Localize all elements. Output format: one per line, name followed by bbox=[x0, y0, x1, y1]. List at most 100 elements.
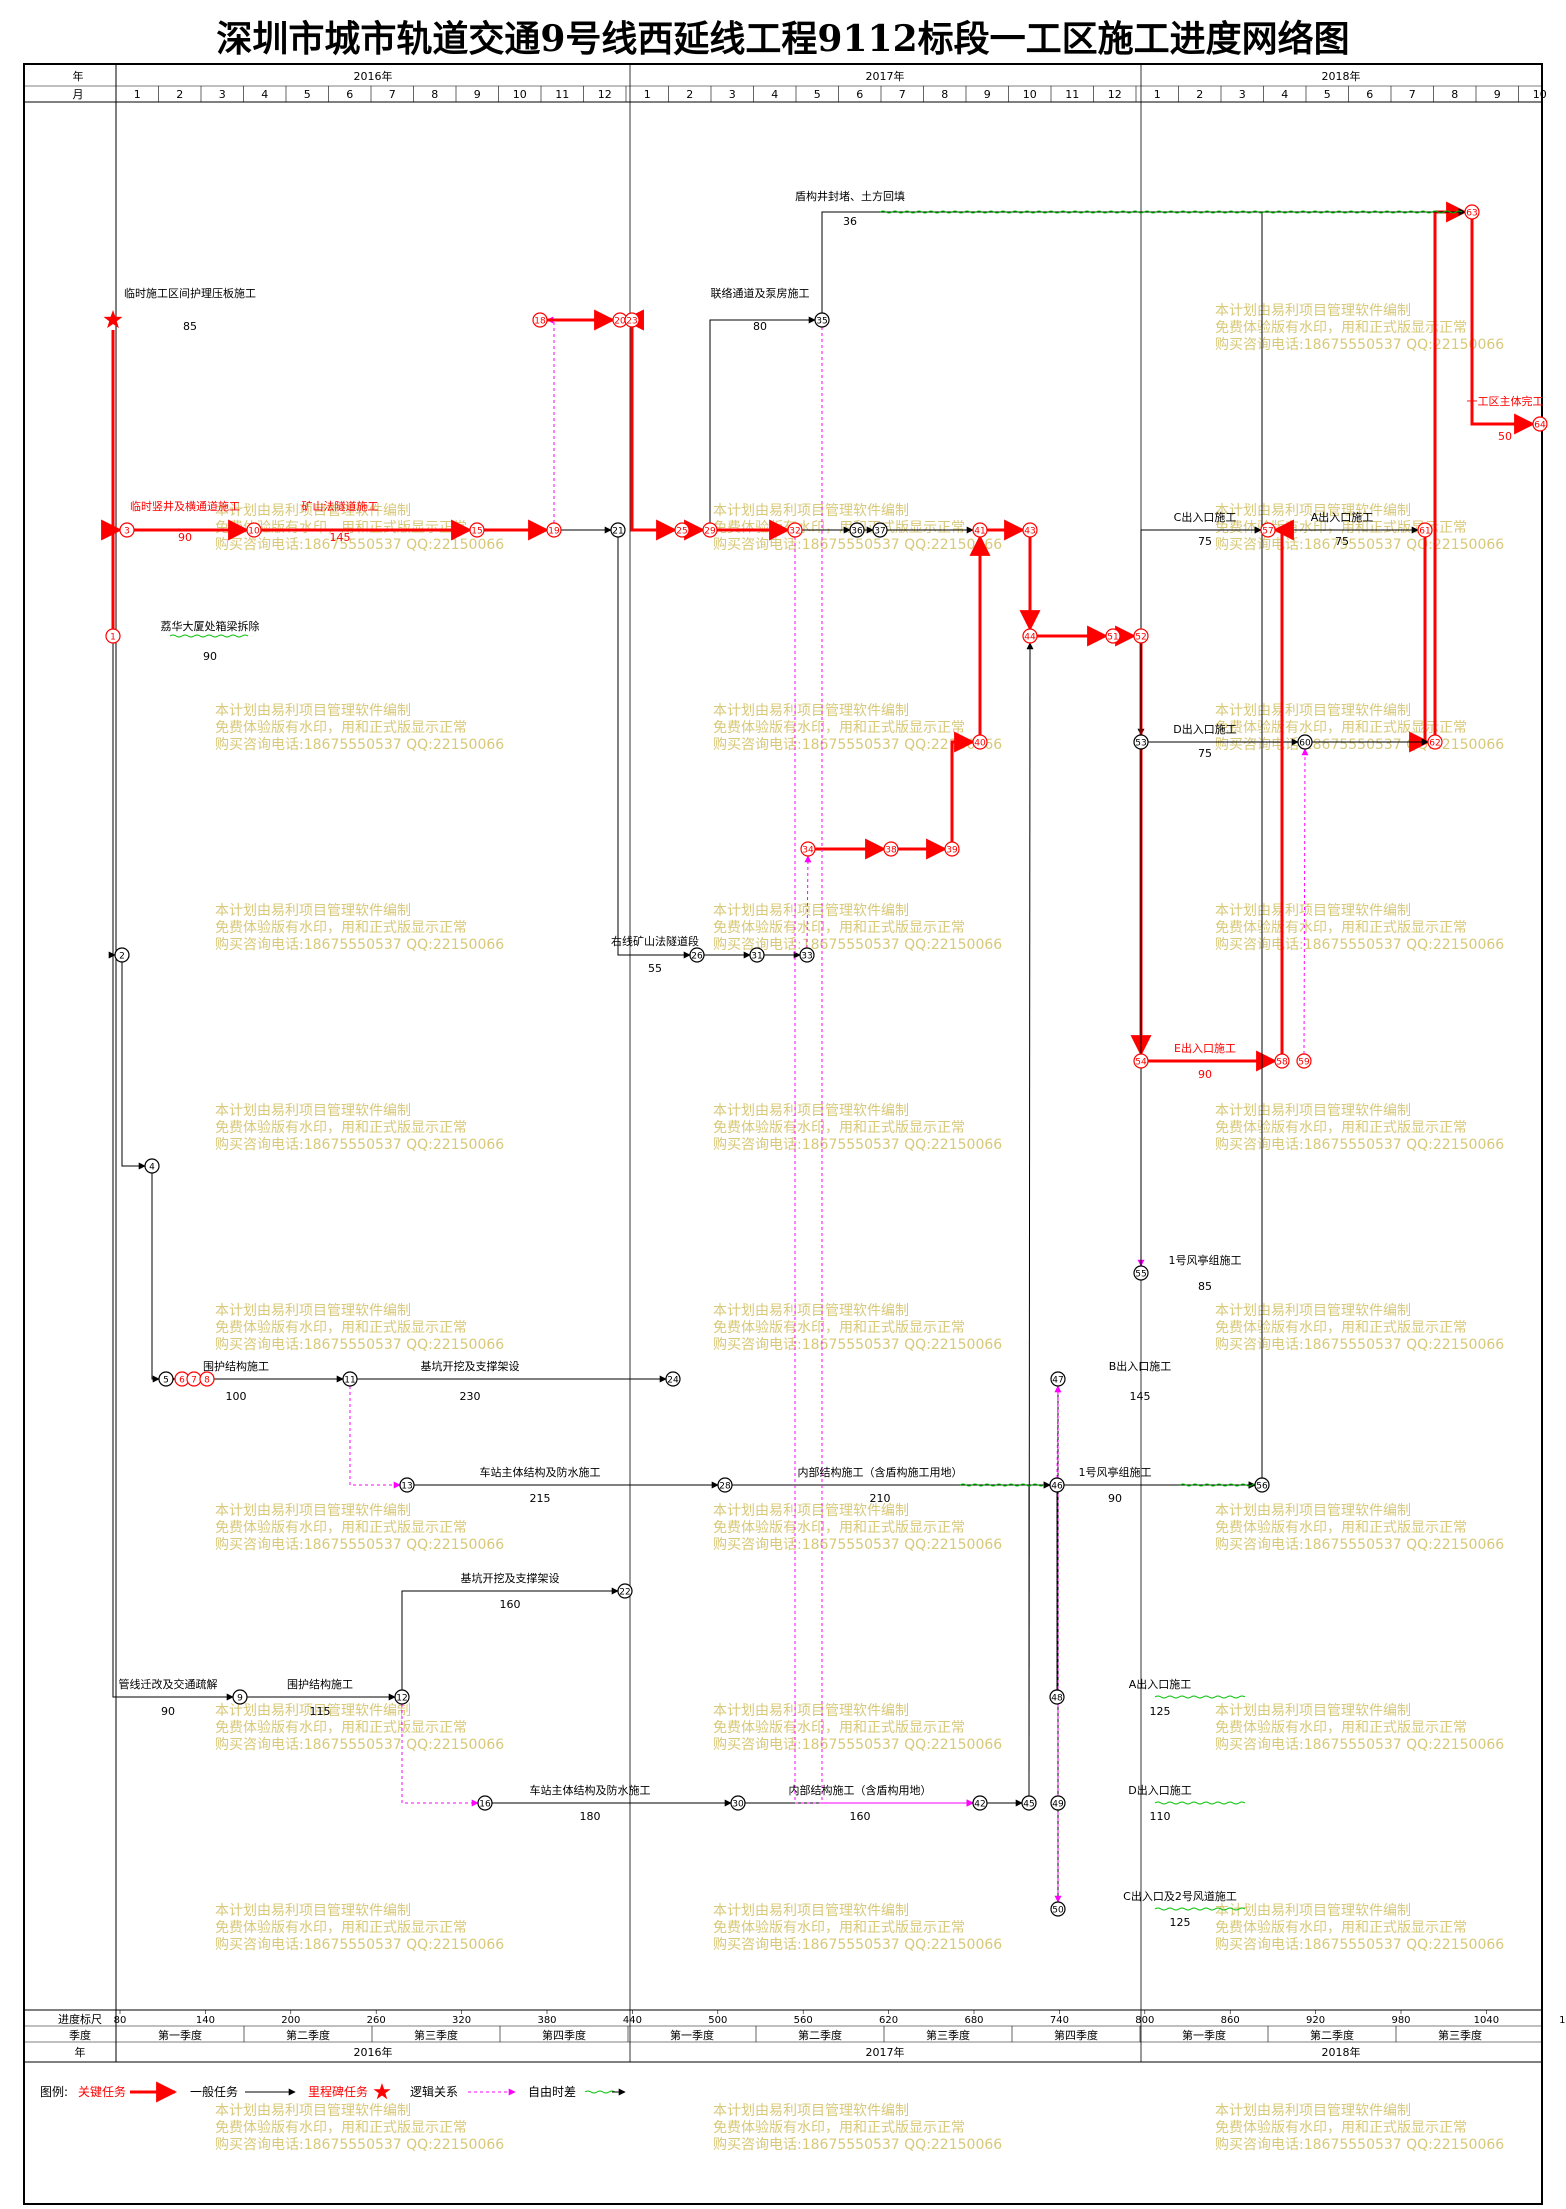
node-circle bbox=[1417, 522, 1433, 538]
node-circle bbox=[1296, 1053, 1312, 1069]
header-month: 7 bbox=[899, 88, 906, 101]
node-circle bbox=[469, 522, 485, 538]
node-circle bbox=[617, 1583, 633, 1599]
scale-tick: 440 bbox=[623, 2015, 642, 2026]
task-duration: 230 bbox=[460, 1390, 481, 1403]
node-circle bbox=[158, 1371, 174, 1387]
node-circle bbox=[1274, 1053, 1290, 1069]
node-8: 8 bbox=[199, 1371, 215, 1387]
free-float-wave bbox=[959, 1483, 1045, 1487]
header-month: 8 bbox=[431, 88, 438, 101]
footer-quarter: 第二季度 bbox=[798, 2028, 842, 2042]
header-month: 3 bbox=[729, 88, 736, 101]
node-circle bbox=[1049, 1477, 1065, 1493]
task-duration: 90 bbox=[1108, 1492, 1122, 1505]
header-month: 1 bbox=[134, 88, 141, 101]
watermark-text: 购买咨询电话:18675550537 QQ:22150066 bbox=[1215, 1337, 1504, 1353]
watermark-text: 购买咨询电话:18675550537 QQ:22150066 bbox=[713, 537, 1002, 553]
header-year: 2017年 bbox=[866, 69, 905, 83]
header-month: 6 bbox=[346, 88, 353, 101]
node-24: 24 bbox=[665, 1371, 681, 1387]
header-month: 2 bbox=[176, 88, 183, 101]
task-duration: 160 bbox=[850, 1810, 871, 1823]
node-44: 44 bbox=[1022, 628, 1038, 644]
watermark-text: 本计划由易利项目管理软件编制 bbox=[1215, 303, 1411, 319]
header-month: 8 bbox=[941, 88, 948, 101]
node-number: 44 bbox=[1024, 633, 1036, 643]
node-circle bbox=[114, 947, 130, 963]
logic-relation-arrow bbox=[1301, 748, 1309, 1055]
node-number: 18 bbox=[534, 317, 546, 327]
task-name: B出入口施工 bbox=[1109, 1359, 1172, 1373]
task-duration: 85 bbox=[183, 320, 197, 333]
watermark-text: 本计划由易利项目管理软件编制 bbox=[215, 903, 411, 919]
node-circle bbox=[674, 522, 690, 538]
legend: 图例:关键任务一般任务里程碑任务逻辑关系自由时差 bbox=[40, 2081, 626, 2103]
task-name: 基坑开挖及支撑架设 bbox=[421, 1359, 520, 1373]
node-circle bbox=[1049, 1689, 1065, 1705]
free-float-wave bbox=[1154, 1695, 1246, 1699]
watermark-text: 本计划由易利项目管理软件编制 bbox=[713, 1703, 909, 1719]
task-name: 右线矿山法隧道段 bbox=[611, 934, 699, 948]
task-name: C出入口及2号风道施工 bbox=[1123, 1889, 1237, 1903]
footer-quarter: 第一季度 bbox=[1182, 2028, 1226, 2042]
quarter-row-label: 季度 bbox=[69, 2028, 91, 2042]
footer-year-label: 年 bbox=[75, 2045, 86, 2059]
watermark-text: 本计划由易利项目管理软件编制 bbox=[1215, 703, 1411, 719]
watermark-text: 免费体验版有水印，用和正式版显示正常 bbox=[713, 520, 965, 536]
scale-tick: 740 bbox=[1050, 2015, 1069, 2026]
legend-normal-label: 一般任务 bbox=[190, 2084, 238, 2099]
node-circle bbox=[799, 947, 815, 963]
node-55: 55 bbox=[1133, 1265, 1149, 1281]
watermark-text: 购买咨询电话:18675550537 QQ:22150066 bbox=[215, 737, 504, 753]
watermark-text: 购买咨询电话:18675550537 QQ:22150066 bbox=[1215, 537, 1504, 553]
node-number: 50 bbox=[1052, 1906, 1064, 1916]
watermark-text: 免费体验版有水印，用和正式版显示正常 bbox=[1215, 1920, 1467, 1936]
watermark-text: 购买咨询电话:18675550537 QQ:22150066 bbox=[713, 1937, 1002, 1953]
watermark-text: 购买咨询电话:18675550537 QQ:22150066 bbox=[215, 1737, 504, 1753]
node-number: 34 bbox=[802, 846, 814, 856]
header-month: 5 bbox=[814, 88, 821, 101]
scale-tick: 620 bbox=[879, 2015, 898, 2026]
header-month: 5 bbox=[1324, 88, 1331, 101]
scale-tick: 800 bbox=[1135, 2015, 1154, 2026]
watermark-text: 购买咨询电话:18675550537 QQ:22150066 bbox=[215, 937, 504, 953]
outer-frame bbox=[23, 63, 1543, 2205]
footer-quarter: 第三季度 bbox=[1438, 2028, 1482, 2042]
task-name: 管线迁改及交通疏解 bbox=[119, 1677, 218, 1691]
task-duration: 145 bbox=[330, 531, 351, 544]
watermark-text: 购买咨询电话:18675550537 QQ:22150066 bbox=[1215, 1937, 1504, 1953]
watermark-text: 本计划由易利项目管理软件编制 bbox=[713, 1103, 909, 1119]
task-name: D出入口施工 bbox=[1173, 722, 1236, 736]
node-circle bbox=[1050, 1371, 1066, 1387]
task-duration: 85 bbox=[1198, 1280, 1212, 1293]
node-circle bbox=[800, 841, 816, 857]
node-15: 15 bbox=[469, 522, 485, 538]
watermark-text: 免费体验版有水印，用和正式版显示正常 bbox=[1215, 320, 1467, 336]
watermark-text: 免费体验版有水印，用和正式版显示正常 bbox=[1215, 1720, 1467, 1736]
task-duration: 75 bbox=[1335, 535, 1349, 548]
watermark-text: 本计划由易利项目管理软件编制 bbox=[713, 2103, 909, 2119]
node-number: 62 bbox=[1429, 739, 1440, 749]
watermark-text: 购买咨询电话:18675550537 QQ:22150066 bbox=[713, 937, 1002, 953]
node-circle bbox=[872, 522, 888, 538]
header-year: 2016年 bbox=[354, 69, 393, 83]
task-duration: 50 bbox=[1498, 430, 1512, 443]
legend-milestone-icon bbox=[373, 2083, 391, 2100]
free-float-wave bbox=[1179, 1483, 1265, 1487]
task-duration: 145 bbox=[1130, 1390, 1151, 1403]
footer-quarter: 第一季度 bbox=[670, 2028, 714, 2042]
node-number: 31 bbox=[751, 952, 762, 962]
node-number: 53 bbox=[1135, 739, 1146, 749]
node-circle bbox=[730, 1795, 746, 1811]
node-circle bbox=[665, 1371, 681, 1387]
scale-tick: 860 bbox=[1221, 2015, 1240, 2026]
task-name: E出入口施工 bbox=[1174, 1041, 1236, 1055]
task-name: 一工区主体完工 bbox=[1467, 394, 1544, 408]
node-number: 24 bbox=[667, 1376, 679, 1386]
node-number: 64 bbox=[1534, 421, 1546, 431]
logic-relation-arrow bbox=[546, 316, 555, 523]
node-10: 10 bbox=[246, 522, 262, 538]
legend-logic-label: 逻辑关系 bbox=[410, 2085, 458, 2099]
